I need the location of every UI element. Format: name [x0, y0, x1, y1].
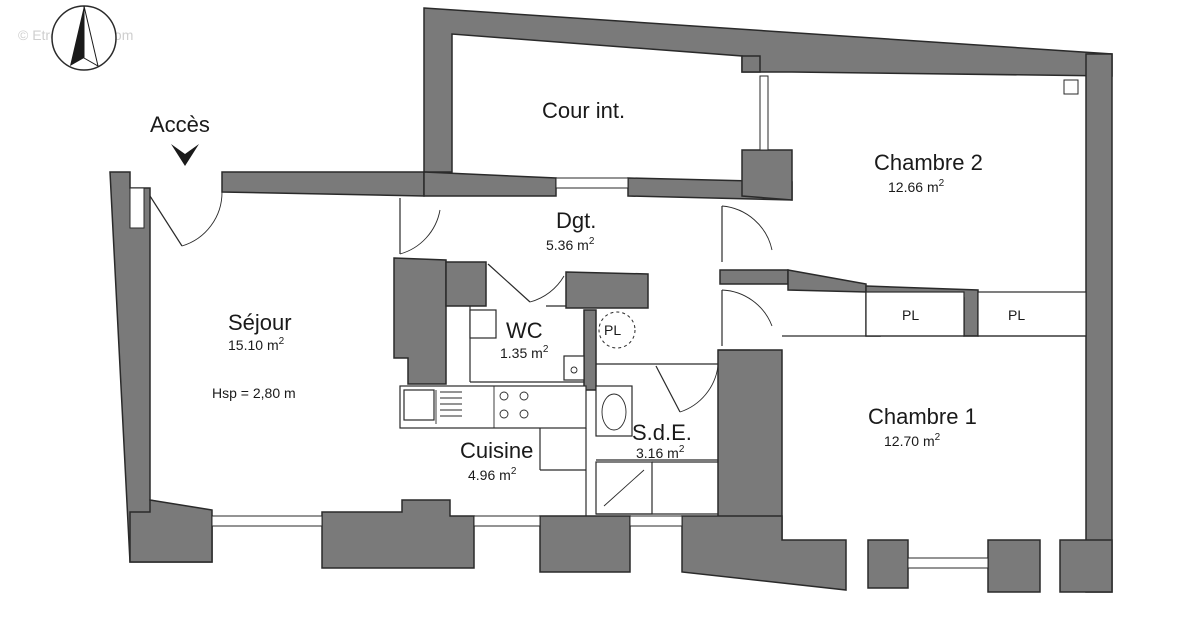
room-name: Cuisine — [460, 438, 533, 463]
room-name: S.d.E. — [632, 420, 692, 445]
closet-label: PL — [902, 307, 919, 323]
access-arrow-icon — [171, 144, 199, 166]
doors — [149, 191, 773, 413]
room-cour: Cour int. — [542, 98, 625, 123]
room-area: 12.70 m2 — [884, 432, 941, 449]
room-area: 1.35 m2 — [500, 344, 549, 361]
closet-pl-1: PL — [902, 307, 919, 323]
room-name: Chambre 2 — [874, 150, 983, 175]
room-chambre2: Chambre 2 12.66 m2 — [874, 150, 983, 195]
interior-lines — [399, 291, 1087, 516]
north-arrow-icon — [51, 5, 117, 71]
room-name: Cour int. — [542, 98, 625, 123]
room-name: WC — [506, 318, 543, 343]
room-name: Chambre 1 — [868, 404, 977, 429]
walls — [109, 7, 1113, 593]
windows — [129, 75, 1079, 569]
room-sde: S.d.E. 3.16 m2 — [632, 420, 692, 461]
closet-label: PL — [604, 322, 621, 338]
room-name: Dgt. — [556, 208, 596, 233]
pl-circle-icon — [598, 311, 636, 349]
room-name: Séjour — [228, 310, 292, 335]
room-sejour: Séjour 15.10 m2 Hsp = 2,80 m — [212, 310, 296, 401]
room-dgt: Dgt. 5.36 m2 — [546, 208, 596, 253]
room-area: 12.66 m2 — [888, 178, 945, 195]
room-cuisine: Cuisine 4.96 m2 — [460, 438, 533, 483]
room-chambre1: Chambre 1 12.70 m2 — [868, 404, 977, 449]
room-area: 4.96 m2 — [468, 466, 517, 483]
room-area: 3.16 m2 — [636, 444, 685, 461]
room-wc: WC 1.35 m2 PL — [500, 318, 621, 361]
closet-pl-2: PL — [1008, 307, 1025, 323]
ceiling-height: Hsp = 2,80 m — [212, 385, 296, 401]
room-area: 5.36 m2 — [546, 236, 595, 253]
room-area: 15.10 m2 — [228, 336, 285, 353]
closet-label: PL — [1008, 307, 1025, 323]
access-label: Accès — [150, 112, 210, 137]
